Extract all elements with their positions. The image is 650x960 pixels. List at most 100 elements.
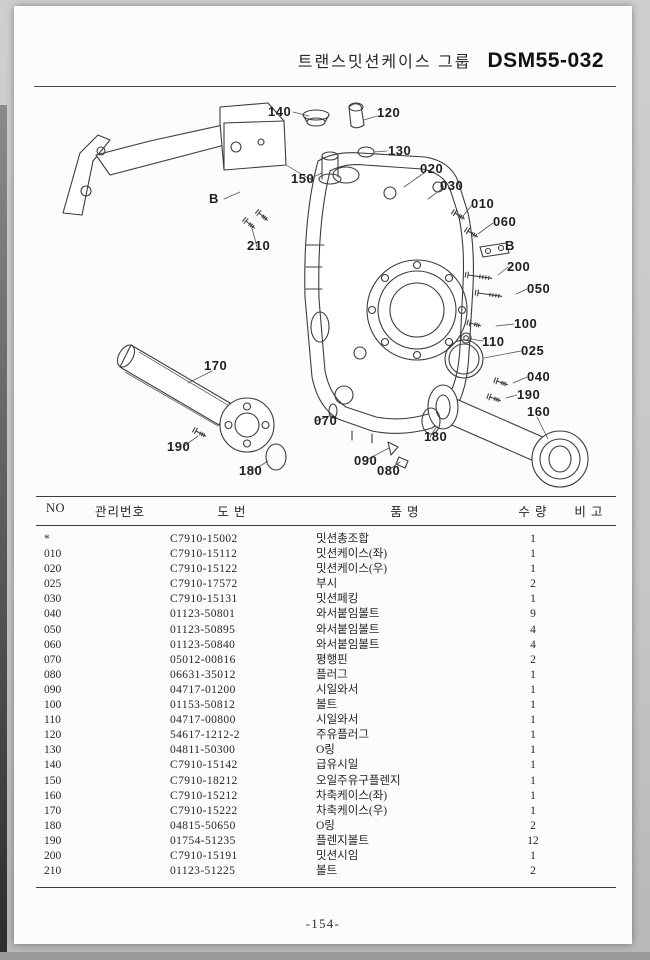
cell-dwg: 01153-50812 — [170, 699, 236, 712]
cell-dwg: C7910-15131 — [170, 593, 238, 606]
cell-note — [562, 668, 616, 683]
page-header: 트랜스밋션케이스 그룹 DSM55-032 — [298, 48, 604, 73]
cell-dwg: 06631-35012 — [170, 668, 236, 681]
table-row: 050 01123-50895 와서붙임볼트 4 — [36, 623, 616, 638]
leader-lines — [182, 111, 549, 472]
model-code: DSM55-032 — [487, 49, 604, 72]
cell-dwg: 05012-00816 — [170, 653, 236, 666]
cell-mgmt — [82, 653, 158, 668]
table-row: 010 C7910-15112 밋션케이스(좌) 1 — [36, 547, 616, 562]
fasteners-right — [444, 208, 510, 405]
callout-130: 130 — [388, 143, 412, 158]
cell-no: 190 — [44, 834, 62, 847]
table-row: 100 01153-50812 볼트 1 — [36, 698, 616, 713]
callout-120: 120 — [377, 105, 401, 120]
cell-qty: 1 — [530, 759, 536, 772]
table-row: * C7910-15002 밋션총조합 1 — [36, 532, 616, 547]
transmission-case — [304, 152, 474, 444]
cell-note — [562, 728, 616, 743]
callout-070: 070 — [314, 413, 338, 428]
callout-b-right: B — [505, 238, 515, 253]
header-qty: 수 량 — [518, 505, 548, 519]
cell-dwg: C7910-18212 — [170, 774, 238, 787]
cell-dwg: 04717-01200 — [170, 683, 236, 696]
callout-020: 020 — [420, 161, 444, 176]
axle-case-right — [421, 384, 589, 488]
cell-note — [562, 834, 616, 849]
cell-no: 090 — [44, 683, 62, 696]
header-note: 비 고 — [574, 505, 604, 519]
cell-name: O링 — [316, 744, 335, 757]
axle-case-left — [116, 344, 287, 471]
header-name: 품 명 — [390, 505, 420, 519]
table-row: 130 04811-50300 O링 1 — [36, 743, 616, 758]
table-row: 030 C7910-15131 밋션페킹 1 — [36, 592, 616, 607]
callout-010: 010 — [471, 196, 495, 211]
cell-name: 와서붙임볼트 — [316, 623, 380, 636]
cell-dwg: 04717-00800 — [170, 714, 236, 727]
header-dwg: 도 번 — [217, 505, 247, 519]
cell-dwg: C7910-15142 — [170, 759, 238, 772]
cell-qty: 2 — [530, 865, 536, 878]
cell-qty: 1 — [530, 744, 536, 757]
cell-no: 060 — [44, 638, 62, 651]
cell-qty: 2 — [530, 819, 536, 832]
cell-note — [562, 592, 616, 607]
cell-note — [562, 804, 616, 819]
cell-dwg: C7910-17572 — [170, 578, 238, 591]
group-title: 트랜스밋션케이스 그룹 — [297, 54, 472, 71]
table-row: 110 04717-00800 시일와서 1 — [36, 713, 616, 728]
cell-mgmt — [82, 789, 158, 804]
cell-qty: 9 — [530, 608, 536, 621]
parts-table-header: NO 관리번호 도 번 품 명 수 량 비 고 — [36, 496, 616, 526]
cell-qty: 1 — [530, 804, 536, 817]
cell-name: 밋션총조합 — [316, 533, 369, 545]
catalog-page: 트랜스밋션케이스 그룹 DSM55-032 — [14, 6, 632, 944]
mounting-bracket — [62, 102, 314, 231]
cell-no: 010 — [44, 548, 62, 561]
callout-160: 160 — [527, 404, 551, 419]
callout-150: 150 — [291, 171, 315, 186]
table-row: 120 54617-1212-2 주유플러그 1 — [36, 728, 616, 743]
cell-dwg: 01123-50895 — [170, 623, 236, 636]
table-row: 090 04717-01200 시일와서 1 — [36, 683, 616, 698]
small-parts-bottom — [328, 403, 409, 469]
table-row: 140 C7910-15142 급유시일 1 — [36, 758, 616, 773]
cell-mgmt — [82, 623, 158, 638]
callout-025: 025 — [521, 343, 545, 358]
cell-qty: 2 — [530, 578, 536, 591]
cell-name: 시일와서 — [316, 714, 359, 727]
oil-filler-parts — [302, 102, 375, 185]
cell-no: 040 — [44, 608, 62, 621]
cell-mgmt — [82, 864, 158, 879]
table-row: 160 C7910-15212 차축케이스(좌) 1 — [36, 789, 616, 804]
cell-note — [562, 638, 616, 653]
scan-edge-bottom — [0, 952, 650, 960]
cell-no: 100 — [44, 699, 62, 712]
cell-qty: 12 — [527, 834, 539, 847]
cell-no: 130 — [44, 744, 62, 757]
cell-note — [562, 607, 616, 622]
callout-140: 140 — [268, 104, 292, 119]
table-row: 200 C7910-15191 밋션시임 1 — [36, 849, 616, 864]
cell-qty: 1 — [530, 714, 536, 727]
cell-no: 050 — [44, 623, 62, 636]
cell-no: 080 — [44, 668, 62, 681]
cell-note — [562, 683, 616, 698]
cell-note — [562, 743, 616, 758]
cell-note — [562, 623, 616, 638]
cell-mgmt — [82, 713, 158, 728]
cell-dwg: C7910-15222 — [170, 804, 238, 817]
cell-note — [562, 562, 616, 577]
cell-qty: 1 — [530, 729, 536, 742]
cell-no: 170 — [44, 804, 62, 817]
cell-mgmt — [82, 592, 158, 607]
callout-100: 100 — [514, 316, 538, 331]
cell-mgmt — [82, 547, 158, 562]
cell-no: 140 — [44, 759, 62, 772]
callout-040: 040 — [527, 369, 551, 384]
cell-mgmt — [82, 834, 158, 849]
cell-name: 밋션페킹 — [316, 593, 359, 606]
cell-qty: 4 — [530, 638, 536, 651]
